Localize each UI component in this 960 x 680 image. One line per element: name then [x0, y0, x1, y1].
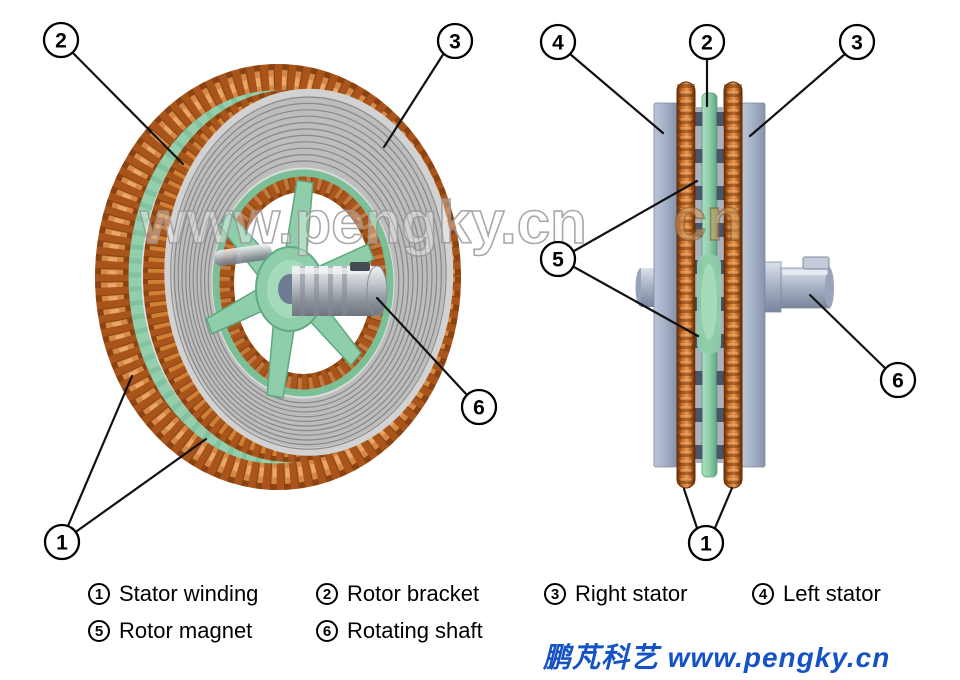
- legend-number-3: 3: [544, 583, 566, 605]
- svg-text:6: 6: [473, 397, 485, 420]
- legend-item-rotor-magnet: 5 Rotor magnet: [88, 618, 252, 644]
- shaft-keyway: [350, 262, 370, 271]
- callout-right-5: 5: [539, 240, 577, 278]
- rotating-shaft-3d: [292, 262, 388, 317]
- legend-item-rotor-bracket: 2 Rotor bracket: [316, 581, 479, 607]
- axial-motor-side-view: [635, 81, 834, 489]
- legend-item-left-stator: 4 Left stator: [752, 581, 881, 607]
- svg-text:6: 6: [892, 370, 904, 393]
- rotor-inner-rim: [212, 169, 394, 397]
- legend-label-rotating-shaft: Rotating shaft: [347, 618, 483, 643]
- callout-left-2: 2: [42, 21, 80, 59]
- axial-motor-3d-view: [95, 64, 461, 490]
- watermark-text: www.pengky.cn: [139, 189, 587, 256]
- legend-number-6: 6: [316, 620, 338, 642]
- legend-label-right-stator: Right stator: [575, 581, 688, 606]
- legend-label-rotor-magnet: Rotor magnet: [119, 618, 253, 643]
- stator-laminations: [170, 96, 447, 450]
- shaft-end-cap: [366, 265, 388, 317]
- legend-item-right-stator: 3 Right stator: [544, 581, 688, 607]
- callout-right-6: 6: [879, 361, 917, 399]
- svg-text:1: 1: [56, 532, 68, 555]
- shaft-key-step: [802, 256, 830, 270]
- watermark-fragment: cn: [673, 186, 743, 253]
- callout-left-1: 1: [43, 523, 81, 561]
- right-stator-disc: [741, 102, 766, 468]
- brand-footer-link[interactable]: 鹏芃科艺 www.pengky.cn: [543, 642, 891, 673]
- left-shaft-stub: [635, 268, 657, 307]
- svg-text:3: 3: [851, 32, 863, 55]
- svg-text:2: 2: [701, 32, 713, 55]
- left-stator-disc: [653, 102, 678, 468]
- callout-right-1: 1: [687, 524, 725, 562]
- legend-label-left-stator: Left stator: [783, 581, 881, 606]
- rotating-shaft-side: [764, 256, 834, 313]
- callout-left-3: 3: [436, 22, 474, 60]
- legend-number-1: 1: [88, 583, 110, 605]
- callout-right-3: 3: [838, 23, 876, 61]
- legend-number-2: 2: [316, 583, 338, 605]
- svg-text:1: 1: [700, 533, 712, 556]
- svg-text:2: 2: [55, 30, 67, 53]
- svg-text:3: 3: [449, 31, 461, 54]
- legend-item-rotating-shaft: 6 Rotating shaft: [316, 618, 483, 644]
- stator-outer-band: [164, 88, 454, 456]
- legend-number-4: 4: [752, 583, 774, 605]
- callout-bubbles: 2 3 6 1 4 2 3 5 6 1: [42, 21, 917, 562]
- svg-text:5: 5: [552, 249, 564, 272]
- svg-text:4: 4: [552, 32, 564, 55]
- legend-item-stator-winding: 1 Stator winding: [88, 581, 258, 607]
- rear-shaft-stub: [214, 243, 272, 267]
- callout-left-6: 6: [460, 388, 498, 426]
- callout-right-2: 2: [688, 23, 726, 61]
- rotor-hub-boss-face: [701, 264, 717, 340]
- right-stator-winding-strip: [723, 81, 743, 489]
- leader-lines: [66, 50, 888, 533]
- legend-label-stator-winding: Stator winding: [119, 581, 259, 606]
- legend-label-rotor-bracket: Rotor bracket: [347, 581, 480, 606]
- left-stator-winding-strip: [676, 81, 696, 489]
- legend-number-5: 5: [88, 620, 110, 642]
- callout-right-4: 4: [539, 23, 577, 61]
